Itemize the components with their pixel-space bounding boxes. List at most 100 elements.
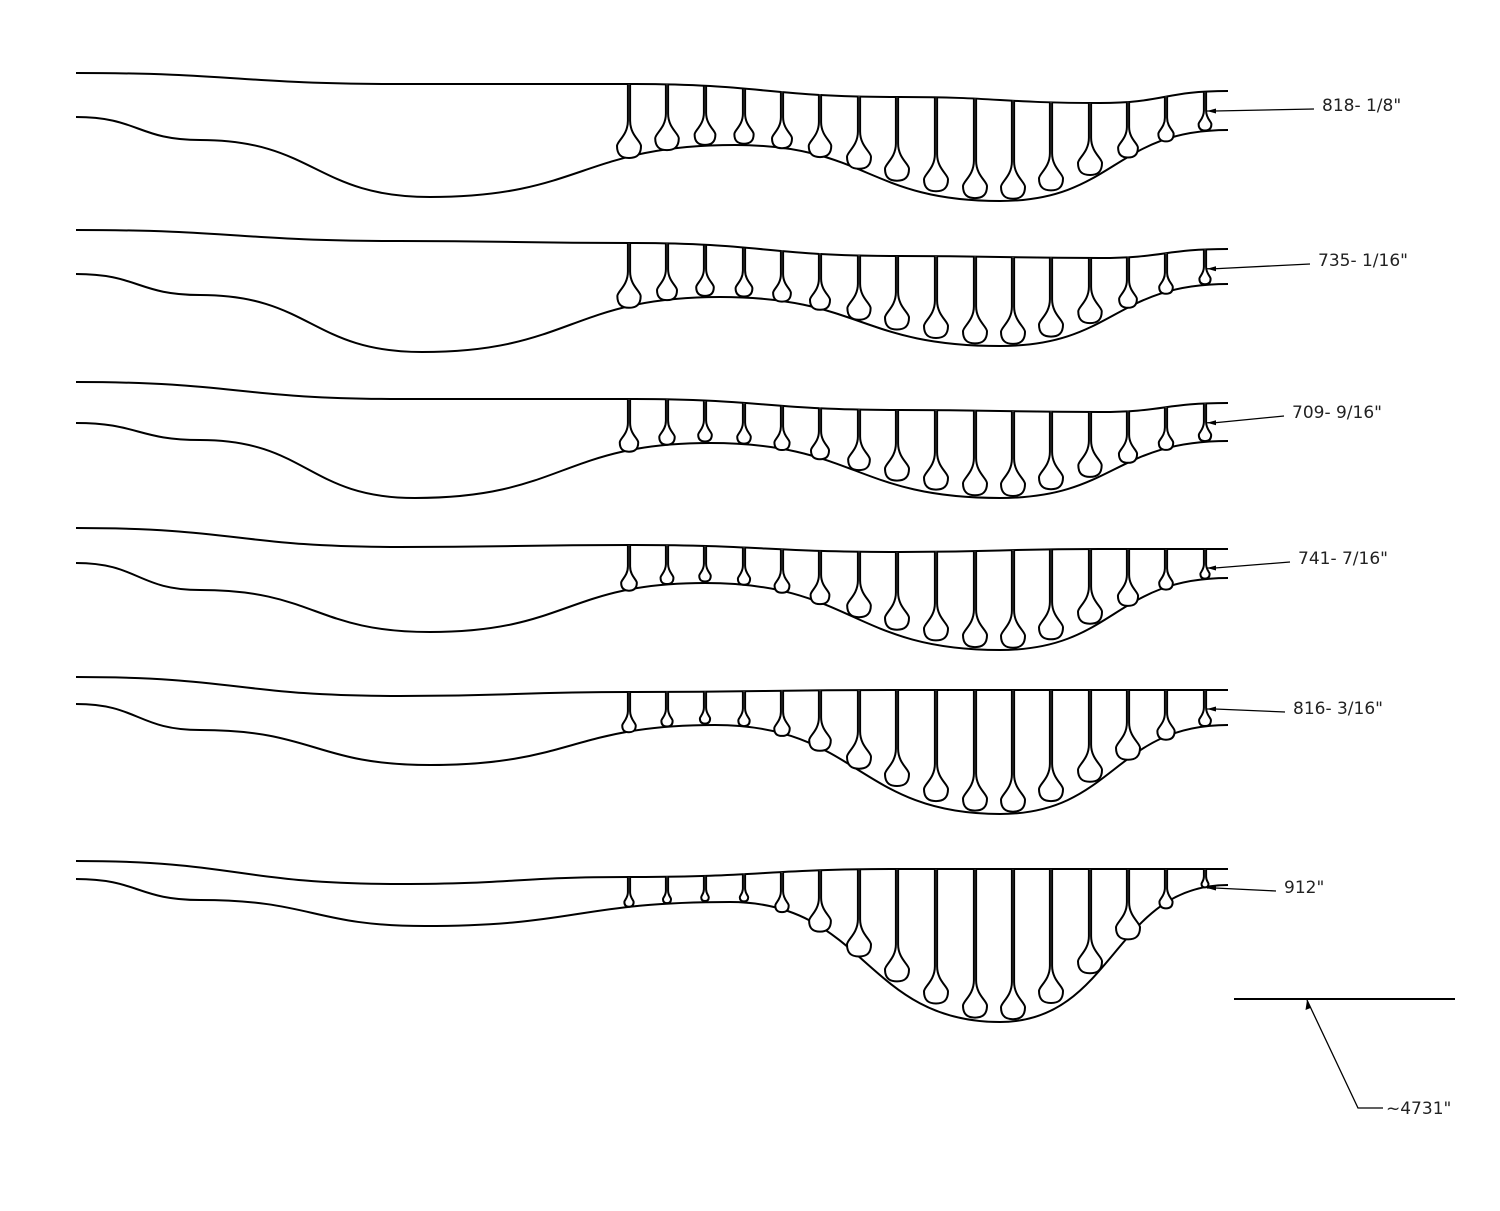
teardrop-slit <box>1077 869 1103 975</box>
strip-top-edge <box>75 676 1228 698</box>
teardrop-slit <box>809 550 831 606</box>
strip-3: 709- 9/16" <box>75 381 1382 500</box>
teardrop-slit <box>1156 690 1176 741</box>
teardrop-slit <box>808 690 832 752</box>
teardrop-slit <box>698 691 712 725</box>
teardrop-slit <box>658 399 676 446</box>
strip-bottom-edge <box>75 273 1229 354</box>
teardrop-slit <box>1117 410 1139 464</box>
total-length-label: ~4731" <box>1386 1099 1451 1119</box>
teardrop-slit <box>807 94 833 159</box>
teardrop-slit <box>884 551 910 631</box>
strip-length-label: 912" <box>1284 878 1324 898</box>
teardrop-slit <box>1000 100 1026 200</box>
teardrop-slit <box>923 410 949 491</box>
teardrop-slit <box>1199 549 1211 580</box>
strip-bottom-edge <box>75 703 1229 816</box>
teardrop-slit <box>923 97 949 193</box>
strip-top-edge <box>75 229 1229 260</box>
teardrop-slit <box>698 546 712 583</box>
teardrop-slit <box>846 869 872 958</box>
teardrop-slit <box>693 86 717 146</box>
teardrop-slit <box>962 256 988 345</box>
teardrop-slit <box>962 869 988 1019</box>
dimension-arrowhead <box>1207 108 1216 114</box>
teardrop-slit <box>1077 549 1103 625</box>
teardrop-slit <box>808 870 832 933</box>
teardrop-slit <box>1200 869 1210 889</box>
teardrop-slit <box>1115 690 1141 761</box>
teardrop-slit <box>1197 403 1213 443</box>
teardrop-slit <box>1157 96 1175 143</box>
teardrop-slit <box>659 545 675 585</box>
teardrop-slit <box>621 692 637 734</box>
total-arrowhead <box>1305 1000 1311 1010</box>
teardrop-slit <box>1118 256 1138 309</box>
teardrop-slit <box>808 253 832 311</box>
teardrop-slit <box>846 690 872 770</box>
total-length-callout: ~4731" <box>1234 998 1455 1119</box>
strip-1: 818- 1/8" <box>75 72 1401 203</box>
teardrop-slit <box>884 255 910 331</box>
strip-4: 741- 7/16" <box>75 527 1388 652</box>
dimension-arrowhead <box>1207 885 1216 891</box>
teardrop-slit <box>1157 407 1175 451</box>
dimension-leader-line <box>1207 263 1311 270</box>
teardrop-slit <box>884 690 910 787</box>
teardrop-slit <box>962 690 988 812</box>
teardrop-slit <box>620 545 638 592</box>
teardrop-slit <box>736 403 752 445</box>
teardrop-slit <box>737 691 751 728</box>
teardrop-slit <box>884 96 910 182</box>
teardrop-slit <box>1077 257 1103 325</box>
teardrop-slit <box>1000 690 1026 813</box>
dimension-leader-line <box>1207 887 1277 892</box>
teardrop-slit <box>1198 690 1212 727</box>
teardrop-slit <box>773 690 791 737</box>
strip-length-label: 735- 1/16" <box>1318 251 1408 271</box>
teardrop-slit <box>654 84 680 152</box>
strips-layer: 818- 1/8"735- 1/16"709- 9/16"741- 7/16"8… <box>75 72 1408 1024</box>
dimension-arrowhead <box>1207 706 1216 712</box>
teardrop-slit <box>1158 549 1174 591</box>
teardrop-slit <box>771 91 793 150</box>
strip-bottom-edge <box>75 562 1229 652</box>
teardrop-slit <box>1038 690 1064 803</box>
teardrop-slit <box>738 873 750 903</box>
teardrop-slit <box>884 409 910 482</box>
teardrop-slit <box>923 869 949 1005</box>
strip-2: 735- 1/16" <box>75 229 1408 354</box>
teardrop-slit <box>1158 869 1174 910</box>
teardrop-slit <box>1116 549 1140 607</box>
teardrop-slit <box>809 407 831 461</box>
teardrop-slit <box>1038 102 1064 192</box>
dimension-arrowhead <box>1207 565 1216 571</box>
teardrop-slit <box>660 691 674 728</box>
strip-length-label: 818- 1/8" <box>1322 96 1401 116</box>
teardrop-slit <box>1158 253 1174 295</box>
teardrop-slit <box>774 872 790 914</box>
teardrop-slit <box>1038 549 1064 641</box>
teardrop-slit <box>616 84 642 159</box>
teardrop-slit <box>618 399 640 453</box>
teardrop-slit <box>1038 257 1064 338</box>
strip-top-edge <box>75 72 1229 105</box>
teardrop-slit <box>1000 411 1026 497</box>
strip-top-edge <box>75 381 1229 414</box>
teardrop-slit <box>1077 102 1103 176</box>
teardrop-slit <box>1000 257 1026 345</box>
teardrop-slit <box>656 243 678 302</box>
teardrop-slit <box>923 551 949 642</box>
strip-length-label: 741- 7/16" <box>1298 549 1388 569</box>
teardrop-slit <box>1198 249 1212 286</box>
teardrop-slit <box>1077 411 1103 478</box>
teardrop-slit <box>884 869 910 983</box>
teardrop-slit <box>623 877 635 908</box>
teardrop-slit <box>846 255 872 321</box>
teardrop-slit <box>773 549 791 594</box>
strip-bottom-edge <box>75 878 1229 1024</box>
strip-bottom-edge <box>75 422 1229 500</box>
teardrop-slit <box>1077 690 1103 783</box>
